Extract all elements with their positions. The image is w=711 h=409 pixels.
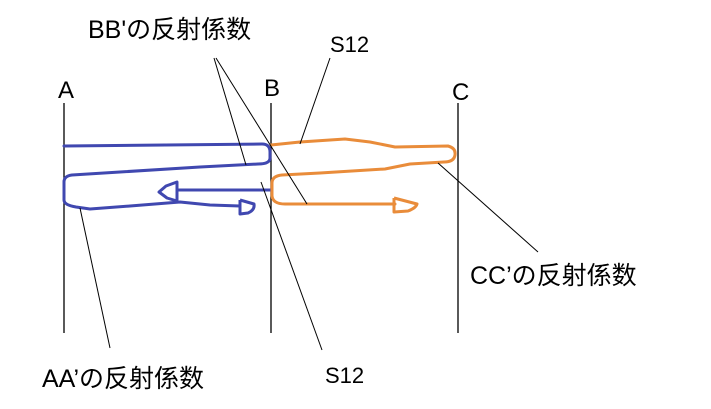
s12-top-label: S12	[330, 32, 369, 57]
leader-aa	[79, 207, 111, 349]
leader-s12-bottom	[260, 181, 323, 351]
plane-a-label: A	[58, 77, 74, 104]
leader-cc	[437, 162, 539, 253]
wave-a-b-path	[62, 142, 272, 211]
arrow-head-right-icon	[238, 198, 256, 216]
s12-bottom-label: S12	[325, 363, 364, 388]
arrow-head-left-icon	[157, 180, 179, 203]
cc-reflection-label: CC’の反射係数	[470, 262, 637, 290]
aa-reflection-label: AA’の反射係数	[42, 365, 204, 393]
leader-bb-1	[213, 57, 247, 166]
leader-bb-2	[215, 57, 308, 205]
plane-b-label: B	[264, 75, 280, 102]
bb-reflection-label: BB'の反射係数	[88, 16, 251, 44]
wave-b-c-path	[269, 137, 457, 206]
leader-s12-top	[299, 57, 331, 145]
arrow-head-right-icon	[392, 196, 419, 214]
plane-c-label: C	[452, 79, 469, 106]
